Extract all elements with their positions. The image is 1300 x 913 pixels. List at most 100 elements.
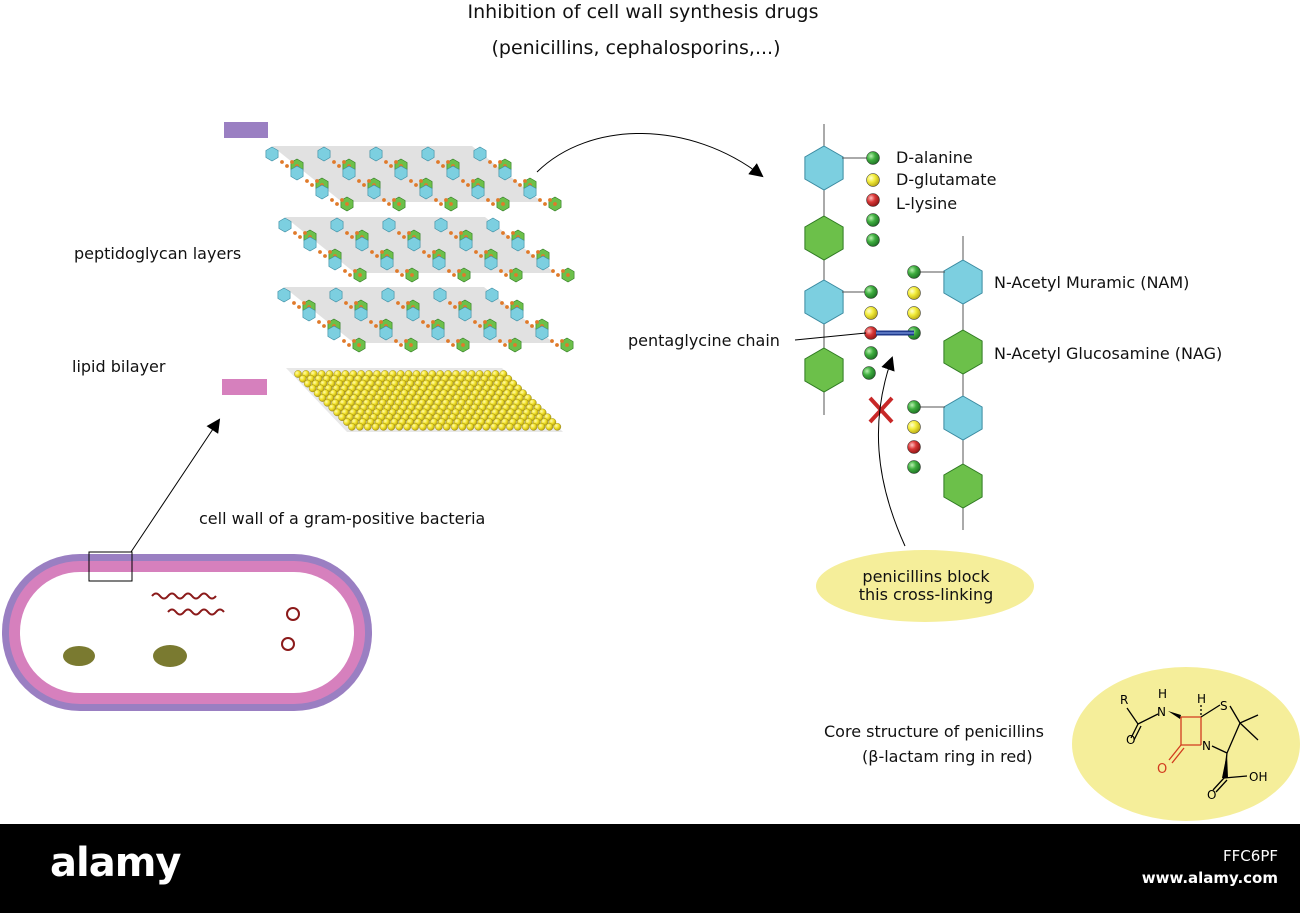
peptide-dot [354,301,358,305]
lipid-head [411,422,419,431]
nam-unit [342,165,356,181]
nam-unit [380,255,394,271]
peptide-dot [400,273,404,277]
nam-unit [382,217,396,233]
nam-unit [327,325,341,341]
peptide-dot [473,320,477,324]
peptide-dot [362,183,366,187]
peptide-dot [303,231,307,235]
amino-acid-bead [866,233,880,247]
peptide-dot [367,179,371,183]
peptide-dot [353,269,357,273]
lipid-head [403,422,412,431]
nam-unit [432,255,446,271]
nam-unit [473,146,487,162]
nam-label: N-Acetyl Muramic (NAM) [994,273,1190,292]
peptide-dot [538,198,542,202]
amino-acid-bead [907,400,921,414]
zoom-arrow [536,133,764,178]
peptidoglycan-layers [265,146,575,353]
peptide-dot [399,343,403,347]
peptide-dot [427,254,431,258]
peptide-dot [478,324,482,328]
nam-unit [367,184,381,200]
nam-unit [355,236,369,252]
lipid-head [521,422,530,431]
peptide-dot [491,202,495,206]
peptide-dot [292,301,296,305]
peptide-dot [436,160,440,164]
peptide-dot [293,231,297,235]
amino-acid-bead [866,151,880,165]
nam-unit [483,325,497,341]
atom-H-top: H [1197,692,1206,706]
peptide-dot [401,305,405,309]
lipid-head [434,422,443,431]
nam-unit [317,146,331,162]
peptide-dot [498,160,502,164]
nam-unit [535,325,549,341]
beta-lactam-label: (β-lactam ring in red) [862,747,1033,766]
nam-unit [278,217,292,233]
peptide-dot [536,250,540,254]
amino-acid-bead [864,306,878,320]
peptide-dot [447,269,451,273]
peptide-dot [298,235,302,239]
peptide-dot [550,339,554,343]
atom-O-lactam: O [1157,762,1167,777]
peptide-dot [397,231,401,235]
nag-hexagon [804,347,844,393]
watermark-bar [0,824,1300,913]
peptide-dot [370,250,374,254]
title-line-2: (penicillins, cephalosporins,...) [491,37,781,59]
plasmid [286,607,300,621]
atom-O-acid: O [1207,788,1216,802]
peptide-dot [405,269,409,273]
nam-unit [458,306,472,322]
lipid-head [308,384,317,393]
lipid-head [458,422,467,431]
nam-unit [290,165,304,181]
nam-unit [394,165,408,181]
amino-acid-bead [864,285,878,299]
nam-unit [498,165,512,181]
peptide-dot [448,301,452,305]
amino-acid-bead [866,213,880,227]
peptide-dot [392,198,396,202]
amino-acid-bead [907,286,921,300]
atom-H-amide: H [1158,687,1167,701]
peptide-dot [565,343,569,347]
peptide-dot [431,320,435,324]
lipid-head [466,422,475,431]
lipid-head [450,422,459,431]
cell-wall-label: cell wall of a gram-positive bacteria [199,509,486,528]
nam-unit [329,287,343,303]
peptide-dot [344,301,348,305]
peptide-dot [543,202,547,206]
peptide-dot [352,339,356,343]
peptide-dot [498,339,502,343]
nam-unit [421,146,435,162]
nam-unit [328,255,342,271]
peptide-dot [493,164,497,168]
peptidoglycan-label: peptidoglycan layers [74,244,242,263]
peptide-dot [462,273,466,277]
lipid-head [545,422,554,431]
peptide-dot [305,179,309,183]
block-callout [816,550,1034,622]
peptide-dot [471,179,475,183]
peptide-dot [422,250,426,254]
lipid-head [553,422,562,431]
peptide-dot [508,339,512,343]
nam-unit [265,146,279,162]
peptide-dot [446,339,450,343]
nam-unit [536,255,550,271]
peptide-dot [395,269,399,273]
peptide-dot [396,301,400,305]
bacterium-cell [2,551,372,711]
peptide-dot [458,301,462,305]
d-alanine-label: D-alanine [896,148,973,167]
lipid-head [313,389,322,398]
nam-unit [434,217,448,233]
nam-unit [406,306,420,322]
